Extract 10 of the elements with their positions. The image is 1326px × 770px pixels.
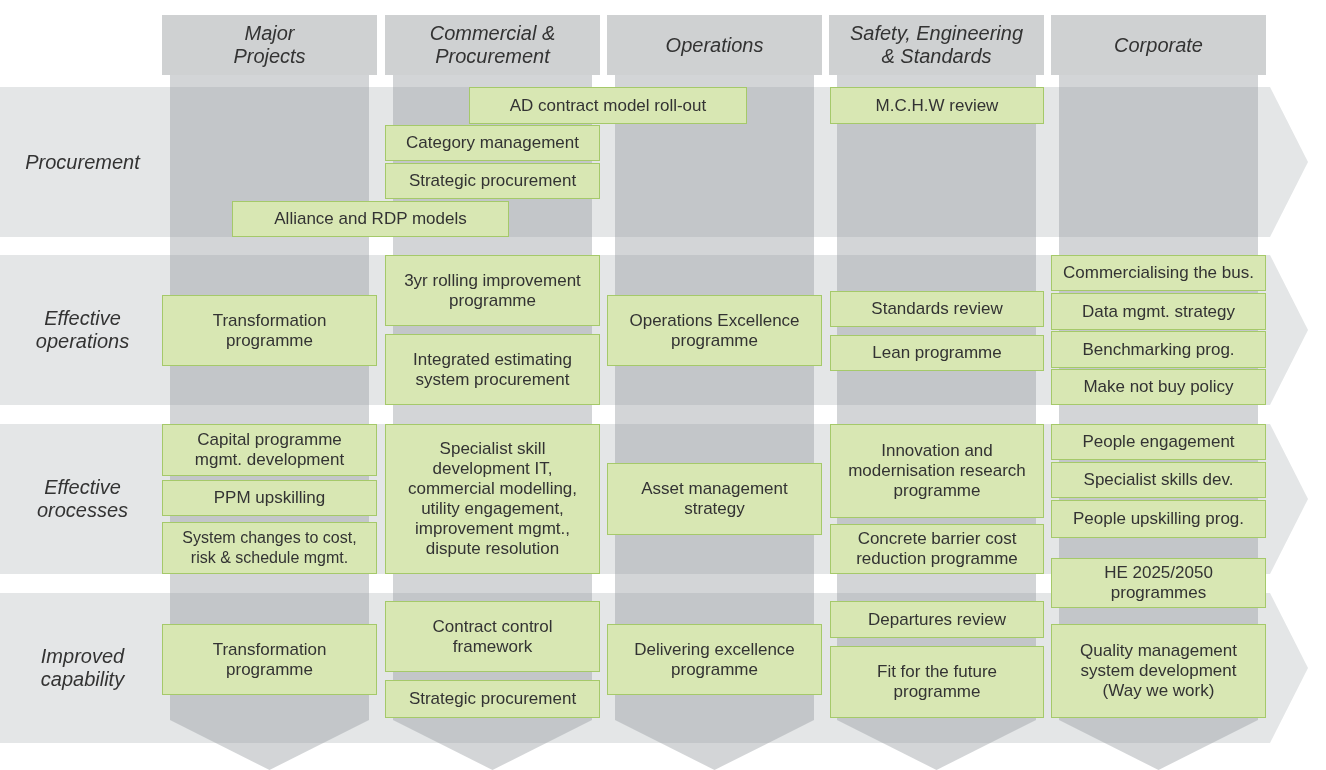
- column-heading: Safety, Engineering & Standards: [848, 22, 1025, 68]
- row-label: Effective orocesses: [35, 476, 130, 522]
- row-label: Effective operations: [34, 307, 131, 353]
- column-heading: Corporate: [1113, 33, 1204, 57]
- row-label: Improved capability: [39, 645, 126, 691]
- column-heading: Operations: [664, 33, 765, 57]
- column-heading: Major Projects: [232, 22, 307, 68]
- row-label: Procurement: [24, 150, 142, 174]
- column-heading: Commercial & Procurement: [428, 22, 557, 68]
- initiative-box: HE 2025/2050 programmes: [1051, 558, 1266, 608]
